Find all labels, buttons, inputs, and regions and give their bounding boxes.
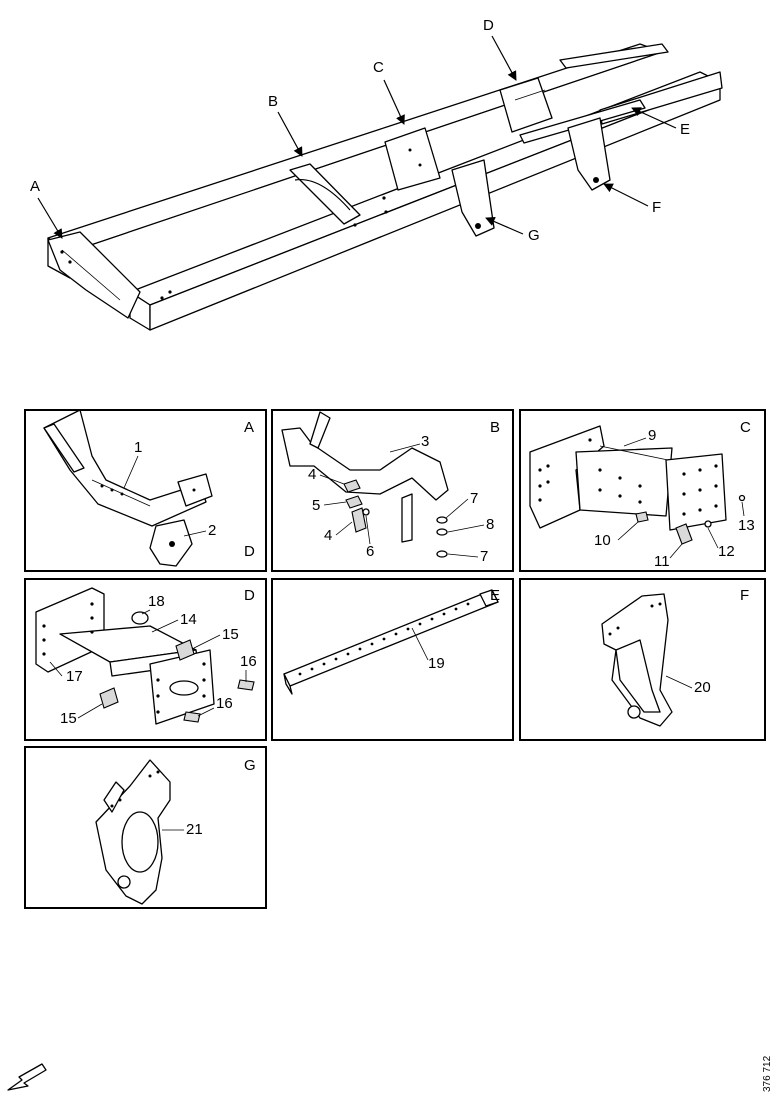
panel-e-letter: E	[490, 587, 500, 604]
part-label-15a: 15	[222, 626, 239, 643]
callout-g-arrow	[485, 217, 524, 235]
panel-a-sub-letter: D	[244, 543, 255, 560]
panel-g	[24, 746, 267, 909]
part-label-2: 2	[208, 522, 216, 539]
drawing-number: 376 712	[762, 1055, 773, 1092]
part-label-9: 9	[648, 427, 656, 444]
part-label-7a: 7	[470, 490, 478, 507]
callout-f-arrow	[603, 183, 649, 207]
panel-b	[271, 409, 514, 572]
part-label-16b: 16	[216, 695, 233, 712]
callout-a-arrow	[37, 197, 63, 239]
chassis-frame-overview	[47, 43, 723, 331]
part-label-19: 19	[428, 655, 445, 672]
panel-c	[519, 409, 766, 572]
panel-f	[519, 578, 766, 741]
callout-b-arrow	[277, 111, 303, 157]
part-label-16a: 16	[240, 653, 257, 670]
part-label-18: 18	[148, 593, 165, 610]
callout-d-arrow	[491, 35, 517, 81]
panel-d	[24, 578, 267, 741]
arrow-down-left-icon	[7, 1063, 47, 1091]
part-label-3: 3	[421, 433, 429, 450]
part-label-10: 10	[594, 532, 611, 549]
callout-c-arrow	[383, 79, 405, 125]
part-label-11: 11	[654, 553, 670, 570]
part-label-15b: 15	[60, 710, 77, 727]
part-label-6: 6	[366, 543, 374, 560]
part-label-4a: 4	[308, 466, 316, 483]
panel-c-letter: C	[740, 419, 751, 436]
callout-e: E	[680, 121, 690, 138]
panel-a-letter: A	[244, 419, 254, 436]
part-label-1: 1	[134, 439, 142, 456]
part-label-8: 8	[486, 516, 494, 533]
callout-e-arrow	[631, 107, 677, 129]
panel-d-letter: D	[244, 587, 255, 604]
part-label-17: 17	[66, 668, 83, 685]
panel-f-letter: F	[740, 587, 749, 604]
callout-g: G	[528, 227, 540, 244]
callout-f: F	[652, 199, 661, 216]
part-label-5: 5	[312, 497, 320, 514]
part-label-14: 14	[180, 611, 197, 628]
part-label-4b: 4	[324, 527, 332, 544]
part-label-21: 21	[186, 821, 203, 838]
callout-c: C	[373, 59, 384, 76]
part-label-12: 12	[718, 543, 735, 560]
panel-b-letter: B	[490, 419, 500, 436]
callout-a: A	[30, 178, 40, 195]
callout-d: D	[483, 17, 494, 34]
panel-g-letter: G	[244, 757, 256, 774]
part-label-13: 13	[738, 517, 755, 534]
part-label-7b: 7	[480, 548, 488, 565]
callout-b: B	[268, 93, 278, 110]
part-label-20: 20	[694, 679, 711, 696]
panel-e	[271, 578, 514, 741]
panel-a	[24, 409, 267, 572]
